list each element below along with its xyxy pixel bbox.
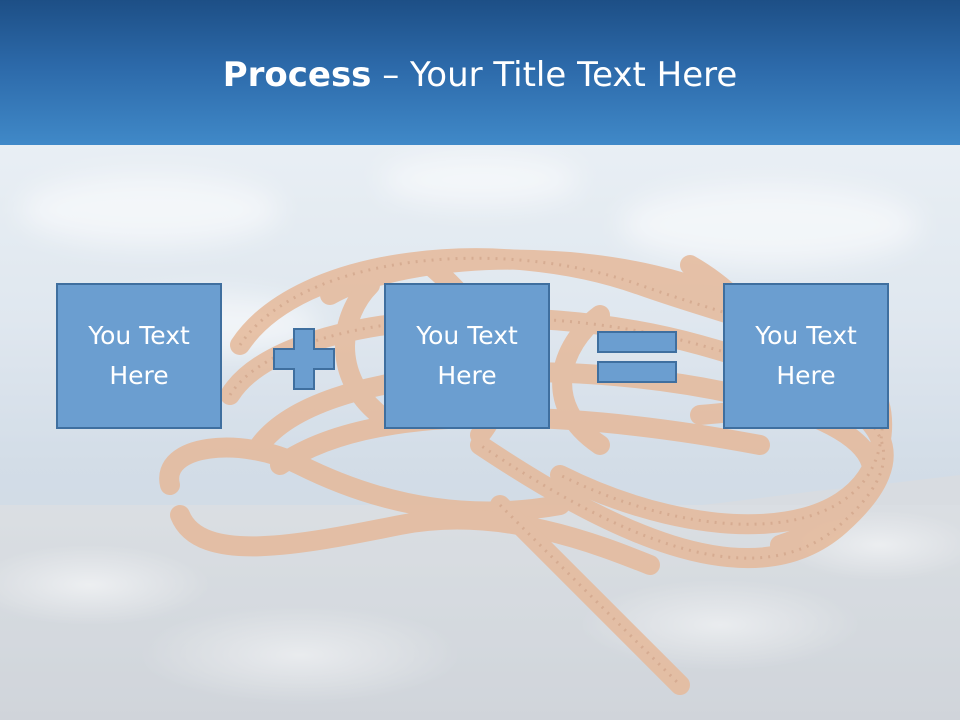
title-bold-text: Process xyxy=(222,55,372,95)
plus-icon xyxy=(273,328,335,390)
title-bar: Process – Your Title Text Here xyxy=(0,0,960,145)
slide-title[interactable]: Process – Your Title Text Here xyxy=(0,52,960,98)
photo-overlay xyxy=(0,145,960,720)
title-rest-text: – Your Title Text Here xyxy=(371,55,738,95)
equals-icon xyxy=(597,331,677,383)
